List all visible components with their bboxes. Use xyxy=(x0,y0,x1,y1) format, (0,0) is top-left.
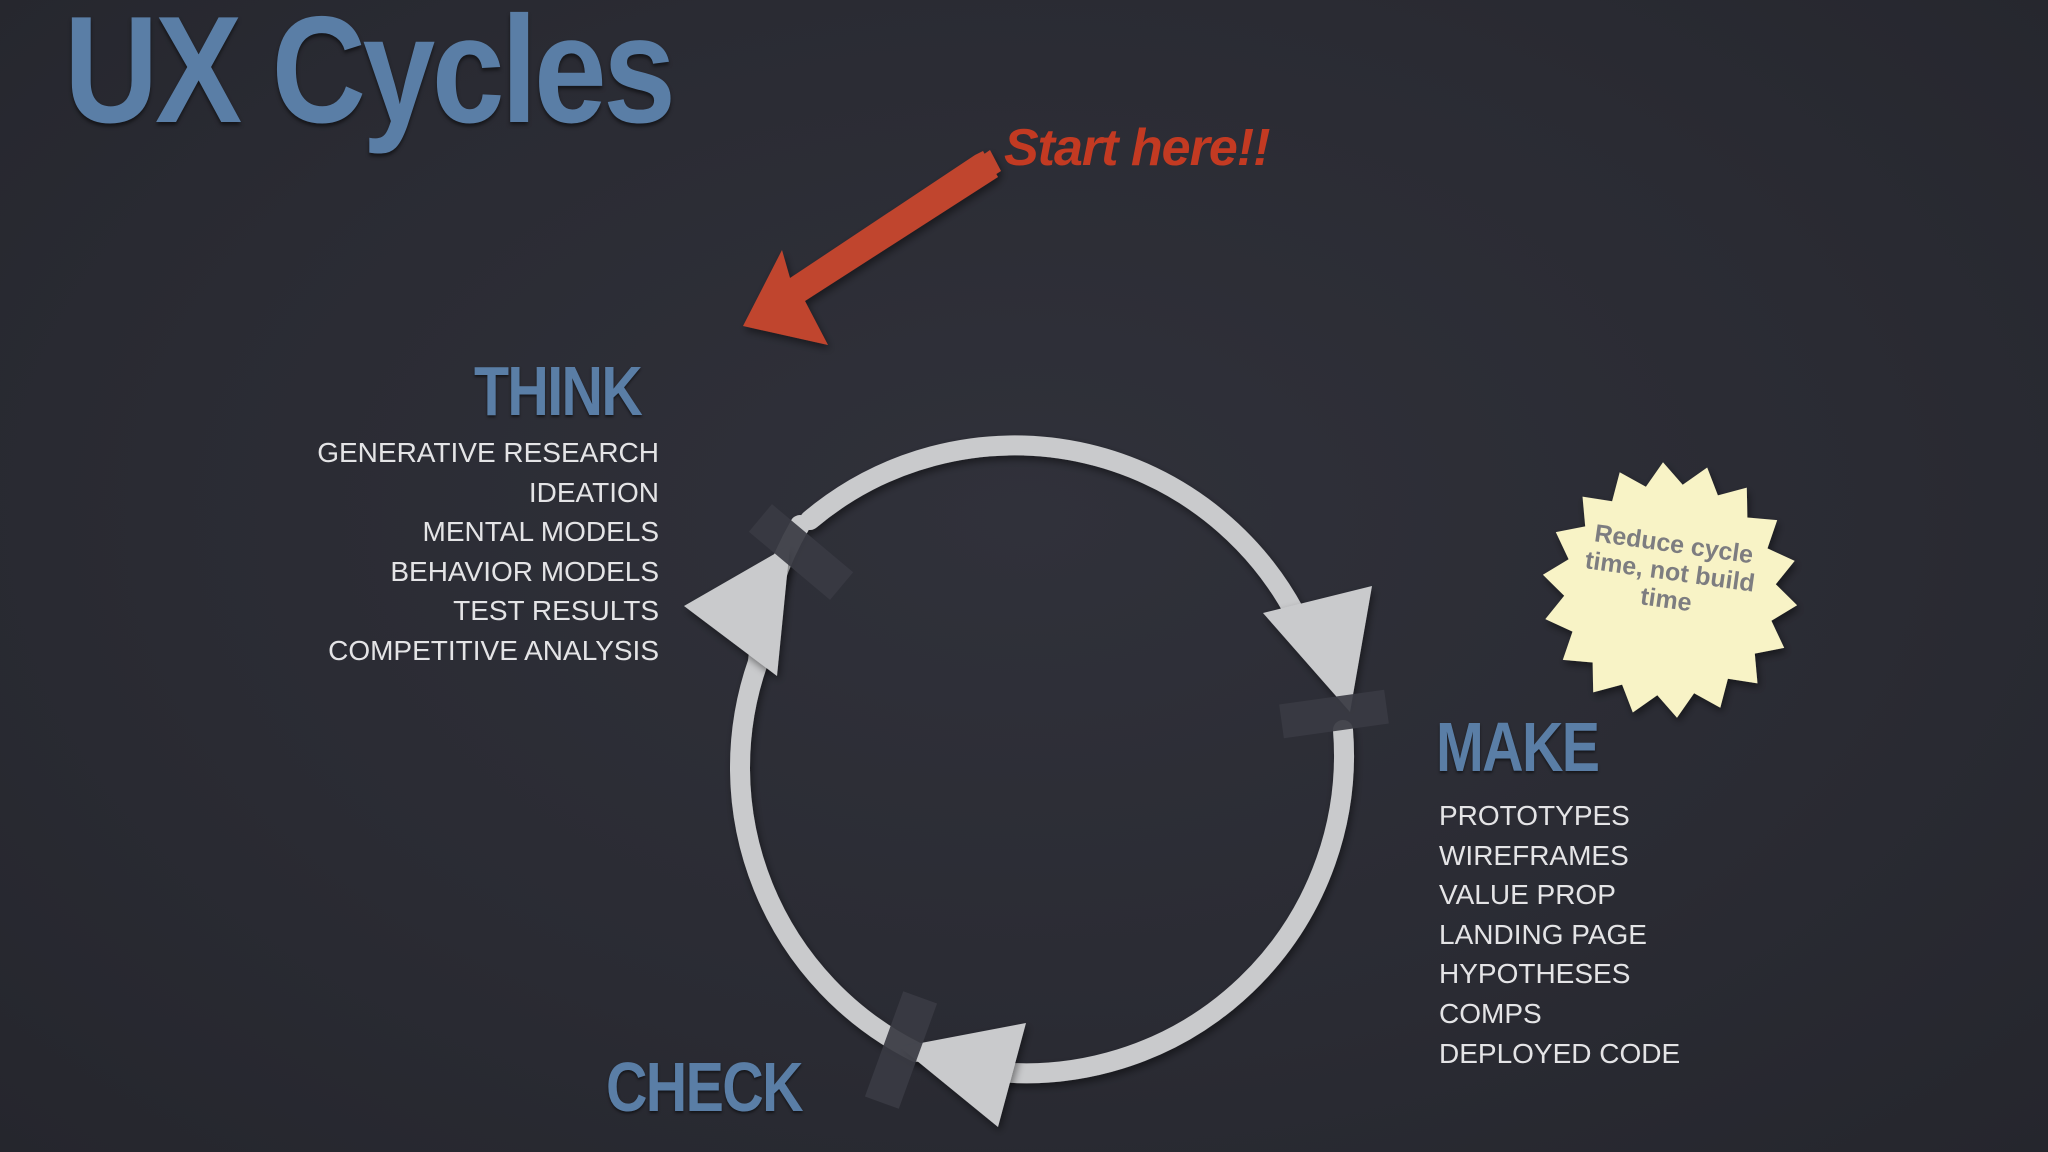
list-item: DEPLOYED CODE xyxy=(1439,1037,1681,1069)
make-list: PROTOTYPES WIREFRAMES VALUE PROP LANDING… xyxy=(1439,796,1680,1073)
cycle-ring xyxy=(730,435,1354,1084)
list-item: VALUE PROP xyxy=(1439,879,1616,911)
list-item: LANDING PAGE xyxy=(1439,918,1647,950)
check-heading: CHECK xyxy=(606,1048,804,1126)
starburst-badge xyxy=(1542,462,1798,718)
think-heading: THINK xyxy=(474,352,643,430)
list-item: BEHAVIOR MODELS xyxy=(390,555,659,587)
list-item: IDEATION xyxy=(528,476,659,508)
make-heading: MAKE xyxy=(1436,708,1600,786)
list-item: GENERATIVE RESEARCH xyxy=(317,437,659,468)
tape-strips xyxy=(748,504,1389,1109)
list-item: WIREFRAMES xyxy=(1439,839,1629,871)
cycle-arrowhead-think-icon xyxy=(684,545,790,676)
start-arrow-icon xyxy=(743,150,1001,345)
page-title: UX Cycles xyxy=(64,0,676,155)
list-item: COMPETITIVE ANALYSIS xyxy=(328,634,659,666)
cycle-arrowhead-check-icon xyxy=(900,1023,1026,1127)
list-item: COMPS xyxy=(1439,997,1542,1029)
list-item: MENTAL MODELS xyxy=(422,516,659,548)
list-item: PROTOTYPES xyxy=(1439,800,1630,831)
start-here-callout: Start here!! xyxy=(1004,119,1270,177)
list-item: TEST RESULTS xyxy=(453,595,659,627)
think-list: GENERATIVE RESEARCH IDEATION MENTAL MODE… xyxy=(317,433,659,671)
cycle-arrowhead-make-icon xyxy=(1263,586,1372,712)
list-item: HYPOTHESES xyxy=(1439,958,1631,990)
